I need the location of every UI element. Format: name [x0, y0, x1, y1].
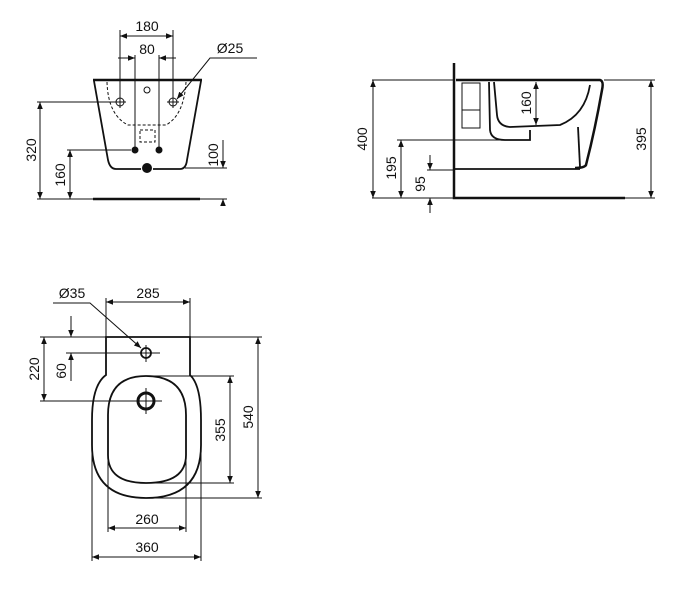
drain-hole: [142, 163, 152, 173]
dim-260: 260: [135, 511, 159, 527]
bidet-front-outline: [93, 80, 202, 170]
dim-395: 395: [633, 127, 649, 151]
dim-400: 400: [354, 127, 370, 151]
front-view: 180 80 Ø25 320 160 100: [23, 18, 257, 206]
top-view: 285 Ø35 220 60 355 540 260 360: [26, 285, 262, 561]
dim-100: 100: [205, 143, 221, 167]
hidden-bowl-outline: [106, 81, 187, 126]
overflow-hole: [143, 86, 151, 94]
dim-285: 285: [136, 285, 160, 301]
dim-160-side: 160: [518, 91, 534, 115]
side-view: 400 195 95 160 395: [354, 63, 655, 213]
dim-355: 355: [212, 418, 228, 442]
dim-95: 95: [412, 176, 428, 192]
hidden-outlet: [139, 129, 156, 143]
dim-180: 180: [135, 18, 159, 34]
dim-160-front: 160: [52, 163, 68, 187]
dim-220: 220: [26, 357, 42, 381]
dim-195: 195: [383, 156, 399, 180]
dim-diameter-35: Ø35: [59, 285, 86, 301]
dim-320: 320: [23, 138, 39, 162]
dim-80: 80: [139, 41, 155, 57]
bidet-side-outline: [456, 78, 604, 170]
dim-360: 360: [135, 539, 159, 555]
dim-diameter-25: Ø25: [217, 40, 244, 56]
dim-540: 540: [240, 405, 256, 429]
dim-60: 60: [53, 363, 69, 379]
